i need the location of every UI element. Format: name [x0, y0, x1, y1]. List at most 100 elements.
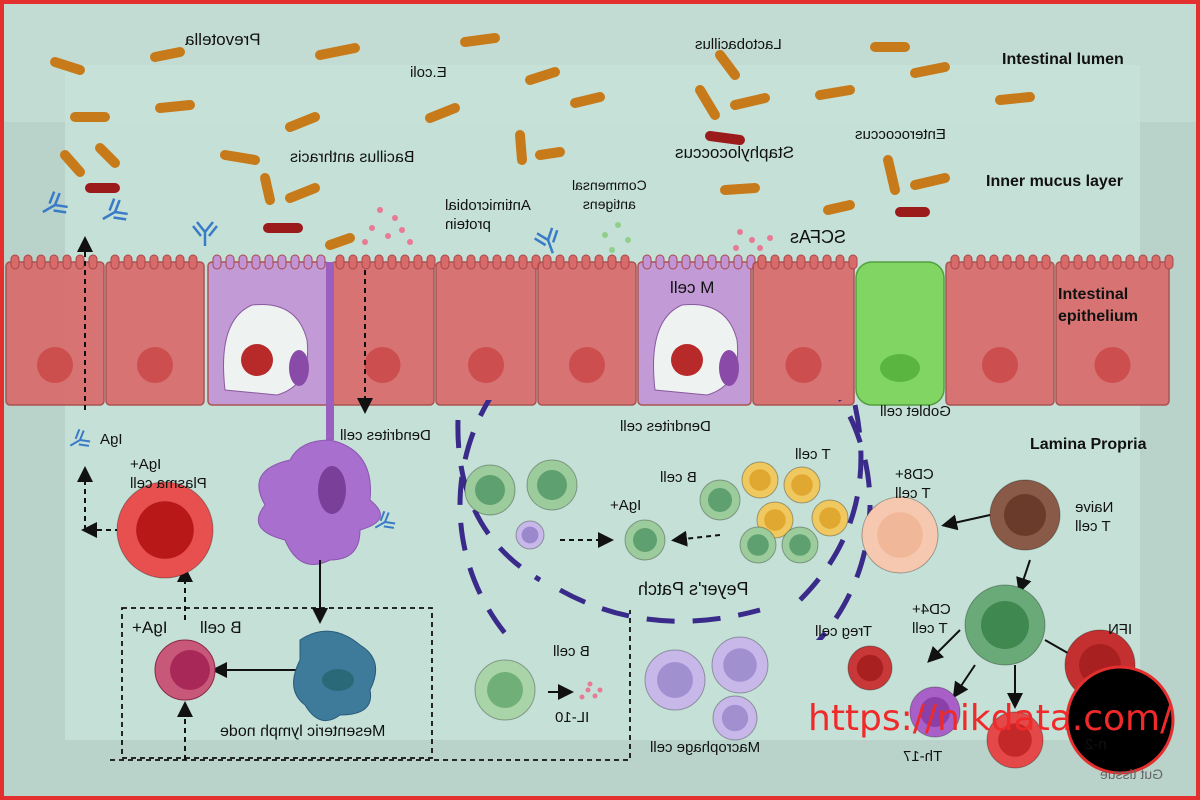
- microvillus: [188, 254, 198, 270]
- microvillus: [374, 254, 384, 270]
- microvillus: [1099, 254, 1109, 270]
- il10-dot: [592, 693, 598, 699]
- microvillus: [655, 254, 665, 270]
- microvillus: [440, 254, 450, 270]
- t-cell-nucleus: [791, 474, 813, 496]
- microvillus: [555, 254, 565, 270]
- microvillus: [733, 254, 743, 270]
- microvillus: [1164, 254, 1174, 270]
- microvillus: [361, 254, 371, 270]
- plasma-cell-nucleus: [136, 501, 194, 559]
- microvillus: [387, 254, 397, 270]
- bacterium-rod: [695, 85, 720, 120]
- t-cell-nucleus: [747, 534, 769, 556]
- bacterium-rod: [525, 67, 560, 85]
- antimicrobial-dot: [362, 239, 368, 245]
- bacterium-rod: [95, 143, 120, 168]
- microvillus: [620, 254, 630, 270]
- m-cell-nucleus: [289, 350, 309, 386]
- microvillus: [110, 254, 120, 270]
- microvillus: [581, 254, 591, 270]
- microvillus: [707, 254, 717, 270]
- bacterium-rod: [715, 50, 740, 80]
- microvillus: [1060, 254, 1070, 270]
- microvillus: [348, 254, 358, 270]
- bacterium-rod: [315, 43, 360, 60]
- nucleus: [468, 347, 504, 383]
- microvillus: [770, 254, 780, 270]
- bacterium-rod: [910, 173, 950, 190]
- cd4-to-treg-arrow: [927, 629, 961, 663]
- microvillus: [1015, 254, 1025, 270]
- watermark-link[interactable]: https://nikdata.com/: [808, 698, 1173, 739]
- microvillus: [316, 254, 326, 270]
- microvillus: [1138, 254, 1148, 270]
- microvillus: [10, 254, 20, 270]
- microvillus: [607, 254, 617, 270]
- m-cell-nucleus: [719, 350, 739, 386]
- lymph-node-box: [121, 607, 433, 759]
- microvillus: [518, 254, 528, 270]
- antimicrobial-dot: [399, 227, 405, 233]
- microvillus: [251, 254, 261, 270]
- naive-to-cd8-arrow: [941, 514, 991, 531]
- bacterium-rod: [883, 155, 900, 195]
- microvillus: [963, 254, 973, 270]
- bacterium-rod: [460, 33, 500, 47]
- t-cell-nucleus: [789, 534, 811, 556]
- antimicrobial-dot: [757, 245, 763, 251]
- antimicrobial-dot: [733, 245, 739, 251]
- bacterium-rod: [995, 92, 1035, 105]
- dendritic-cell-in-pocket: [241, 344, 273, 376]
- antigen-dot: [615, 222, 621, 228]
- microvillus: [492, 254, 502, 270]
- iga-antibody-icon: [534, 227, 559, 254]
- microvillus: [720, 254, 730, 270]
- t-cell-nucleus: [764, 509, 786, 531]
- microvillus: [1086, 254, 1096, 270]
- bacterium-rod: [60, 150, 85, 177]
- bacterium-rod: [425, 103, 460, 123]
- bacterium-rod: [285, 183, 320, 203]
- microvillus: [642, 254, 652, 270]
- bacterium-rod: [730, 93, 770, 110]
- microvillus: [989, 254, 999, 270]
- bacterium-rod: [220, 150, 260, 165]
- macrophage-nucleus: [657, 662, 693, 698]
- microvillus: [36, 254, 46, 270]
- microvillus: [238, 254, 248, 270]
- microvillus: [62, 254, 72, 270]
- patch-arc-left: [455, 419, 542, 583]
- iga-antibody-icon: [102, 198, 128, 221]
- microvillus: [335, 254, 345, 270]
- bacterium-rod: [815, 85, 855, 100]
- treg-cell-nucleus: [856, 654, 884, 682]
- cd4-t-cell-nucleus: [981, 601, 1029, 649]
- microvillus: [1073, 254, 1083, 270]
- microvillus: [23, 254, 33, 270]
- microvillus: [594, 254, 604, 270]
- nucleus: [364, 347, 401, 383]
- cd4-to-th17-arrow: [952, 664, 976, 699]
- iga-b-cell-nucleus: [633, 528, 657, 552]
- bacterium-rod: [910, 62, 950, 78]
- iga-antibody-icon: [192, 221, 218, 246]
- microvillus: [542, 254, 552, 270]
- microvillus: [848, 254, 858, 270]
- microvillus: [88, 254, 98, 270]
- antimicrobial-dot: [767, 235, 773, 241]
- microvillus: [757, 254, 767, 270]
- b-cell-nucleus: [708, 488, 732, 512]
- antigen-dot: [602, 232, 608, 238]
- microvillus: [225, 254, 235, 270]
- microvillus: [1002, 254, 1012, 270]
- microvillus: [162, 254, 172, 270]
- bacterium-rod: [720, 183, 760, 195]
- bacterium-rod: [325, 233, 355, 250]
- iga-antibody-icon: [42, 191, 68, 214]
- microvillus: [681, 254, 691, 270]
- microvillus: [49, 254, 59, 270]
- microvillus: [290, 254, 300, 270]
- bacterium-rod: [535, 147, 565, 160]
- microvillus: [136, 254, 146, 270]
